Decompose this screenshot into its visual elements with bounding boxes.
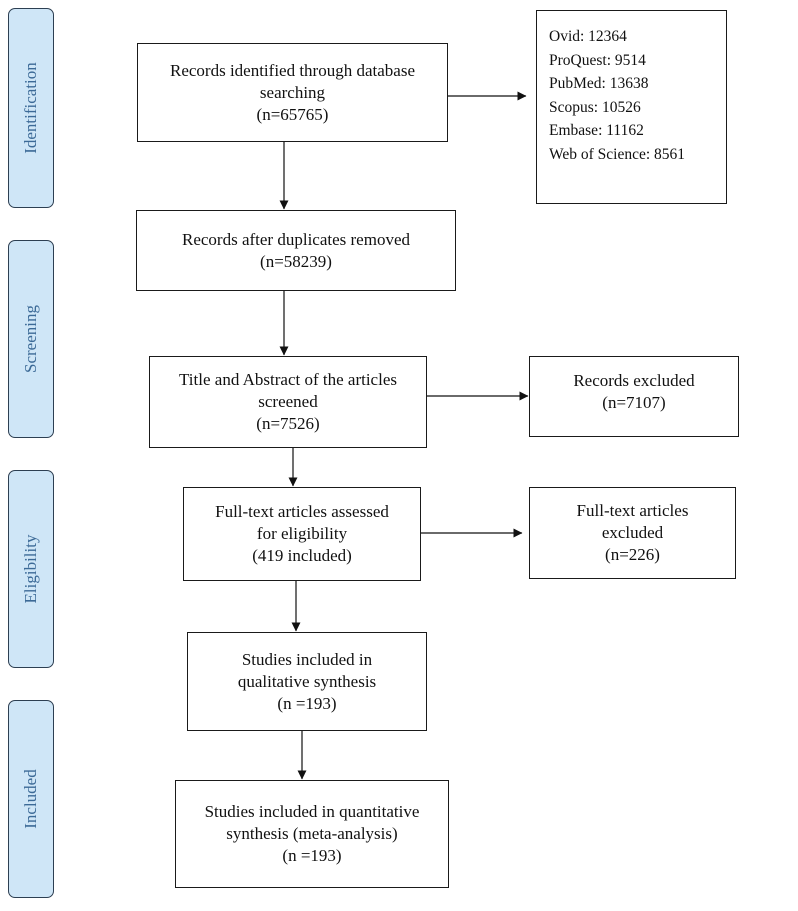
records-identified-count: (n=65765) xyxy=(256,104,329,124)
fulltext-assessed-line2: for eligibility xyxy=(256,524,348,543)
records-identified-line1: Records identified through database xyxy=(169,60,415,80)
source-embase: Embase: 11162 xyxy=(549,122,644,139)
records-identified-line2: searching xyxy=(259,82,326,102)
fulltext-excluded-line2: excluded xyxy=(601,523,664,542)
after-duplicates-line1: Records after duplicates removed xyxy=(182,229,410,249)
qualitative-line1: Studies included in xyxy=(241,649,373,669)
screened-box: Title and Abstract of the articles scree… xyxy=(149,356,427,448)
qualitative-synthesis-box: Studies included in qualitative synthesi… xyxy=(187,632,427,731)
source-pubmed: PubMed: 13638 xyxy=(549,75,649,92)
fulltext-assessed-line1: Full-text articles assessed xyxy=(215,502,389,521)
quantitative-synthesis-box: Studies included in quantitative synthes… xyxy=(175,780,449,888)
fulltext-excluded-line1: Full-text articles xyxy=(576,501,689,520)
screened-line1: Title and Abstract of the articles xyxy=(179,370,397,389)
source-web-of-science: Web of Science: 8561 xyxy=(549,145,686,163)
after-duplicates-box: Records after duplicates removed (n=5823… xyxy=(136,210,456,291)
screened-line2: screened xyxy=(258,392,318,411)
database-sources-box: Ovid: 12364 ProQuest: 9514 PubMed: 13638… xyxy=(536,10,727,204)
quantitative-line1: Studies included in quantitative xyxy=(204,802,420,821)
screened-count: (n=7526) xyxy=(256,414,320,433)
after-duplicates-count: (n=58239) xyxy=(260,251,332,271)
records-identified-box: Records identified through database sear… xyxy=(137,43,448,142)
stage-eligibility: Eligibility xyxy=(8,470,54,668)
records-excluded-count: (n=7107) xyxy=(602,393,666,412)
quantitative-line2: synthesis (meta-analysis) xyxy=(226,824,398,843)
source-proquest: ProQuest: 9514 xyxy=(549,51,646,69)
stage-screening: Screening xyxy=(8,240,54,438)
records-excluded-box: Records excluded (n=7107) xyxy=(529,356,739,437)
source-scopus: Scopus: 10526 xyxy=(549,98,641,116)
fulltext-excluded-count: (n=226) xyxy=(605,545,660,564)
qualitative-count: (n =193) xyxy=(277,693,337,713)
stage-identification: Identification xyxy=(8,8,54,208)
qualitative-line2: qualitative synthesis xyxy=(237,671,377,691)
records-excluded-line1: Records excluded xyxy=(573,371,695,390)
stage-included: Included xyxy=(8,700,54,898)
quantitative-count: (n =193) xyxy=(282,846,342,865)
fulltext-assessed-count: (419 included) xyxy=(252,546,352,565)
fulltext-assessed-box: Full-text articles assessed for eligibil… xyxy=(183,487,421,581)
source-ovid: Ovid: 12364 xyxy=(549,28,627,45)
fulltext-excluded-box: Full-text articles excluded (n=226) xyxy=(529,487,736,579)
